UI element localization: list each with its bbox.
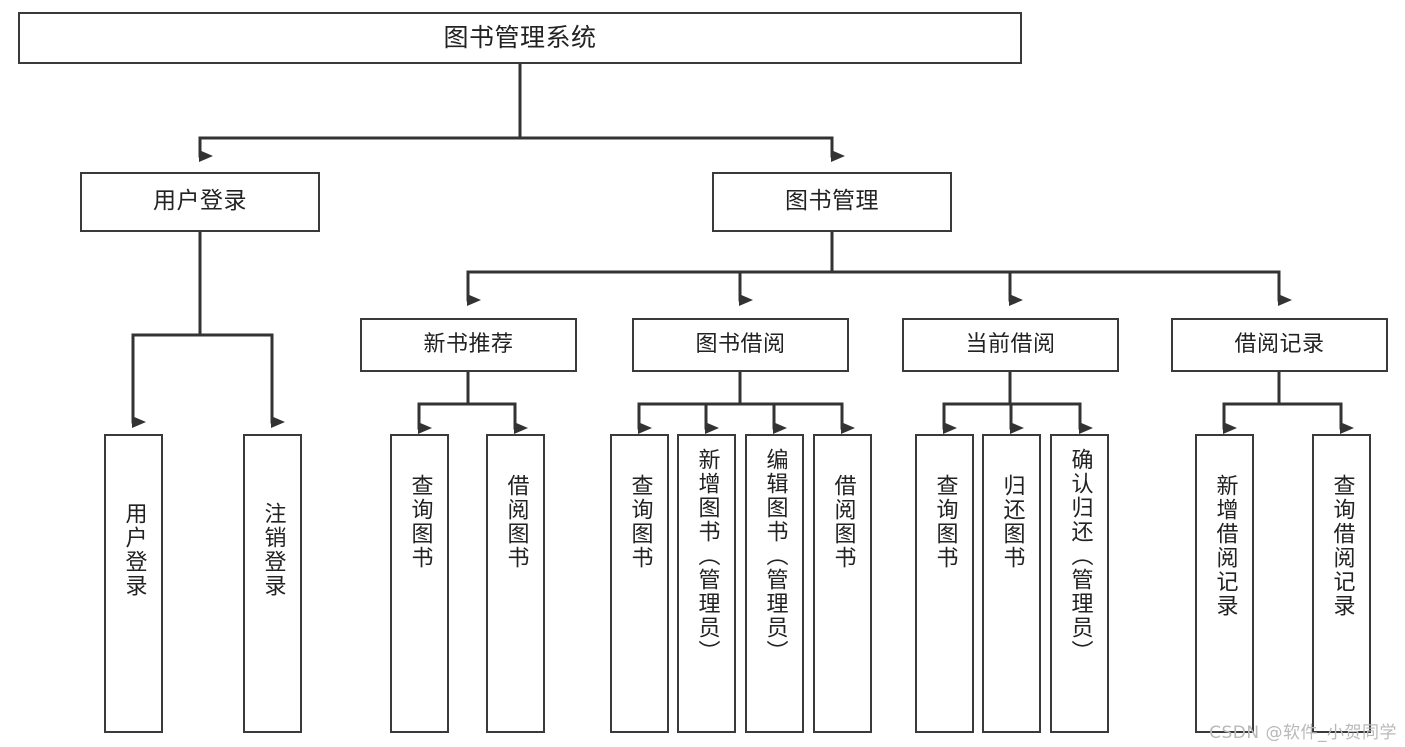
node-leaf-borrow-book-recommend[interactable]: 借阅图书 — [486, 434, 545, 733]
node-label: 图书借阅 — [695, 332, 786, 358]
node-label: 查询借阅记录 — [1329, 474, 1355, 618]
node-leaf-add-book[interactable]: 新增图书（管理员） — [677, 434, 736, 733]
node-label: 确认归还（管理员） — [1067, 448, 1093, 664]
node-label: 图书管理 — [785, 188, 879, 215]
node-label: 当前借阅 — [965, 332, 1056, 358]
node-new-book-recommend[interactable]: 新书推荐 — [360, 318, 577, 372]
node-label: 用户登录 — [153, 188, 247, 215]
node-leaf-user-logout[interactable]: 注销登录 — [243, 434, 302, 733]
node-leaf-query-book-current[interactable]: 查询图书 — [915, 434, 974, 733]
node-current-borrow[interactable]: 当前借阅 — [902, 318, 1119, 372]
root-to-level1-connectors — [198, 62, 845, 162]
node-label: 新增借阅记录 — [1212, 474, 1238, 618]
node-label: 新增图书（管理员） — [694, 448, 720, 664]
node-borrow-record[interactable]: 借阅记录 — [1171, 318, 1388, 372]
node-book-management[interactable]: 图书管理 — [712, 172, 952, 232]
node-leaf-return-book[interactable]: 归还图书 — [982, 434, 1041, 733]
node-label: 借阅图书 — [830, 474, 856, 570]
borrow-record-to-leaves-connectors — [1222, 370, 1354, 434]
node-label: 用户登录 — [121, 502, 147, 598]
book-management-to-level2-connectors — [466, 230, 1292, 306]
current-borrow-to-leaves-connectors — [942, 370, 1093, 434]
node-root-system[interactable]: 图书管理系统 — [18, 12, 1022, 64]
new-book-recommend-to-leaves-connectors — [417, 370, 528, 434]
node-leaf-borrow-book[interactable]: 借阅图书 — [813, 434, 872, 733]
node-leaf-confirm-return[interactable]: 确认归还（管理员） — [1050, 434, 1109, 733]
node-leaf-add-borrow-record[interactable]: 新增借阅记录 — [1195, 434, 1254, 733]
node-label: 借阅记录 — [1234, 332, 1325, 358]
node-label: 查询图书 — [407, 474, 433, 570]
node-leaf-query-book-recommend[interactable]: 查询图书 — [390, 434, 449, 733]
node-label: 注销登录 — [260, 502, 286, 598]
node-label: 编辑图书（管理员） — [762, 448, 788, 664]
user-login-to-leaves-connectors — [131, 230, 285, 428]
node-label: 新书推荐 — [423, 332, 514, 358]
node-label: 查询图书 — [932, 474, 958, 570]
book-borrow-to-leaves-connectors — [637, 370, 855, 434]
node-user-login[interactable]: 用户登录 — [80, 172, 320, 232]
node-label: 归还图书 — [999, 474, 1025, 570]
node-label: 借阅图书 — [503, 474, 529, 570]
node-leaf-edit-book[interactable]: 编辑图书（管理员） — [745, 434, 804, 733]
node-leaf-user-login[interactable]: 用户登录 — [104, 434, 163, 733]
node-label: 图书管理系统 — [443, 23, 597, 53]
node-label: 查询图书 — [627, 474, 653, 570]
node-leaf-query-borrow-record[interactable]: 查询借阅记录 — [1312, 434, 1371, 733]
node-book-borrow[interactable]: 图书借阅 — [632, 318, 849, 372]
node-leaf-query-book-borrow[interactable]: 查询图书 — [610, 434, 669, 733]
